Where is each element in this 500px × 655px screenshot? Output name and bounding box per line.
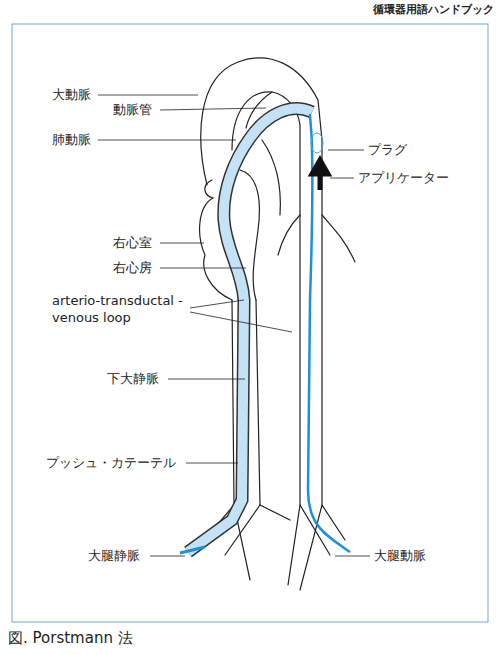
leader-line [160,243,204,244]
part-label: 大腿静脈 [88,548,140,564]
leader-line [150,556,185,557]
leader-line [328,150,364,151]
septum-outline [262,140,280,215]
ivc-wall [232,300,234,505]
part-label: 下大静脈 [107,371,159,387]
leader-line [186,463,238,464]
femoral-artery-outline [288,505,345,590]
part-label: 大動脈 [52,87,91,103]
leader-line [98,140,236,141]
leader-line [168,379,245,380]
branch-vessel [278,215,300,255]
part-label: アプリケーター [358,170,449,186]
iliac-outline [234,505,290,580]
figure-caption: 図. Porstmann 法 [8,629,133,648]
catheter-outline [188,109,312,552]
part-label: arterio-transductal -venous loop [52,292,192,326]
leader-line [160,108,266,110]
push-catheter [188,109,312,552]
part-label: プラグ [368,142,407,158]
part-label: 動脈管 [113,102,152,118]
leader-line [160,268,246,269]
leader-line [190,312,292,332]
leader-line [335,556,370,557]
plug [311,133,323,153]
guide-wire [180,547,205,553]
part-label: 右心房 [113,260,152,276]
part-label: 大腿動脈 [374,548,426,564]
frame [12,24,488,622]
part-label: 肺動脈 [52,132,91,148]
arterial-wire [308,114,350,552]
branch-vessel [322,215,355,262]
leader-line [330,178,354,179]
leader-line [98,95,198,96]
running-header: 循環器用語ハンドブック [373,2,494,17]
ivc-wall [256,300,260,505]
part-label: 右心室 [113,235,152,251]
leader-line [190,300,244,308]
part-label: プッシュ・カテーテル [46,455,176,471]
push-arrow [312,160,328,190]
